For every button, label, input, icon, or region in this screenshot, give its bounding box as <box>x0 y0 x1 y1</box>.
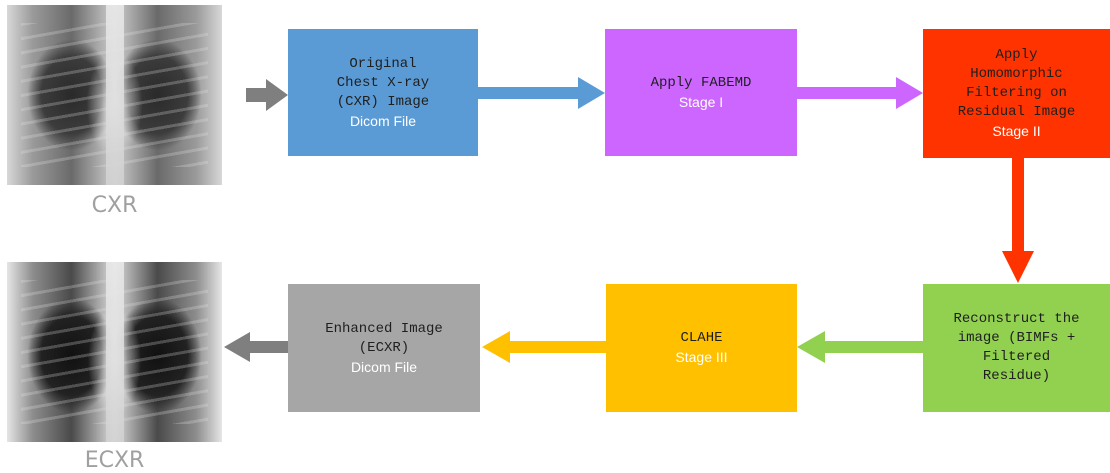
arrow-fabemd-to-homomorphic <box>797 77 923 109</box>
box-fabemd-text: Apply FABEMD <box>650 74 752 91</box>
arrow-clahe-to-enhanced <box>482 331 606 363</box>
box-reconstruct: Reconstruct the image (BIMFs + Filtered … <box>923 284 1110 412</box>
spine-shadow <box>105 5 124 185</box>
arrow-original-to-fabemd <box>477 77 605 109</box>
box-reconstruct-text: Reconstruct the image (BIMFs + Filtered … <box>953 311 1080 384</box>
box-clahe-text: CLAHE <box>680 330 723 346</box>
box-fabemd: Apply FABEMD Stage I <box>605 29 797 156</box>
box-enhanced-subtext: Dicom File <box>350 358 418 375</box>
arrow-homomorphic-to-reconstruct <box>1002 158 1034 283</box>
arrow-enhanced-to-ecxr <box>224 332 292 362</box>
output-ecxr-image <box>7 262 222 442</box>
box-homomorphic-text: Apply Homomorphic Filtering on Residual … <box>957 47 1076 120</box>
box-original-cxr: Original Chest X-ray (CXR) Image Dicom F… <box>288 29 478 156</box>
input-cxr-image <box>7 5 222 185</box>
box-clahe-stage: Stage III <box>675 349 728 365</box>
box-enhanced-text: Enhanced Image (ECXR) <box>325 320 443 356</box>
spine-shadow <box>105 262 124 442</box>
arrow-cxr-to-original <box>246 79 288 111</box>
box-homomorphic-stage: Stage II <box>992 123 1041 139</box>
box-clahe: CLAHE Stage III <box>606 284 797 412</box>
box-enhanced: Enhanced Image (ECXR) Dicom File <box>288 284 480 412</box>
box-fabemd-stage: Stage I <box>678 93 724 110</box>
arrow-reconstruct-to-clahe <box>797 331 923 363</box>
box-homomorphic: Apply Homomorphic Filtering on Residual … <box>923 29 1110 158</box>
output-image-label: ECXR <box>84 448 145 473</box>
input-image-label: CXR <box>91 193 138 218</box>
box-original-text: Original Chest X-ray (CXR) Image <box>336 55 430 110</box>
box-original-subtext: Dicom File <box>349 112 417 129</box>
